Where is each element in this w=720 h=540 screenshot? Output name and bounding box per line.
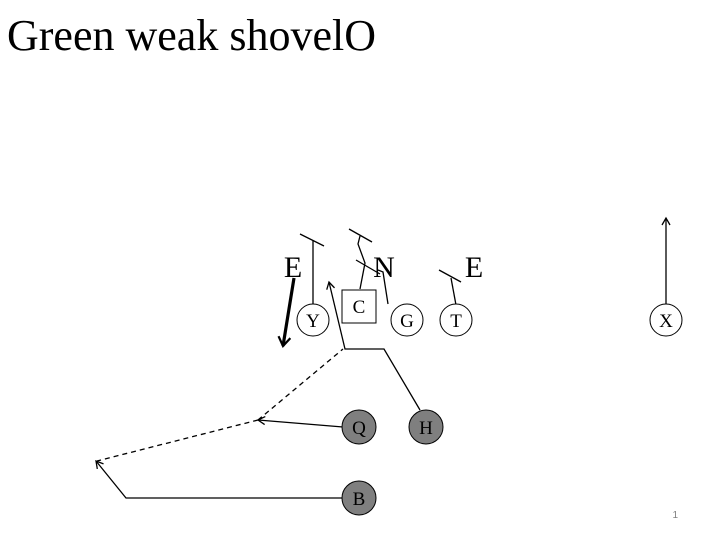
slide-title: Green weak shovelO: [7, 11, 376, 60]
block-route-tackle: [438, 269, 462, 306]
player-y: Y: [296, 303, 330, 337]
player-quarterback-label: Q: [352, 418, 366, 439]
block-route-y: [299, 233, 325, 305]
player-x: X: [649, 303, 683, 337]
player-quarterback: Q: [341, 409, 377, 445]
toss-dashed-q-to-h: [257, 348, 344, 421]
defender-nose: N: [373, 251, 395, 284]
player-b-back: B: [341, 480, 377, 516]
player-b-back-label: B: [353, 489, 366, 510]
route-bold-arrow: [277, 277, 296, 348]
defender-right-end: E: [465, 251, 483, 284]
player-guard-label: G: [400, 311, 414, 332]
player-y-label: Y: [306, 311, 320, 332]
slide-number: 1: [672, 510, 678, 521]
player-tackle-label: T: [450, 311, 462, 332]
player-guard: G: [390, 303, 424, 337]
defender-left-end: E: [284, 251, 302, 284]
toss-dashed-q-to-b: [96, 419, 259, 462]
route-b: [95, 459, 342, 499]
block-route-guard: [355, 259, 389, 305]
block-route-center: [348, 228, 373, 290]
player-x-label: X: [659, 311, 673, 332]
player-center-label: C: [353, 297, 366, 318]
route-h-shovel: [326, 280, 421, 411]
player-h-back-label: H: [419, 418, 433, 439]
player-h-back: H: [408, 409, 444, 445]
player-tackle: T: [439, 303, 473, 337]
route-q: [256, 415, 344, 428]
player-center: C: [341, 289, 377, 324]
